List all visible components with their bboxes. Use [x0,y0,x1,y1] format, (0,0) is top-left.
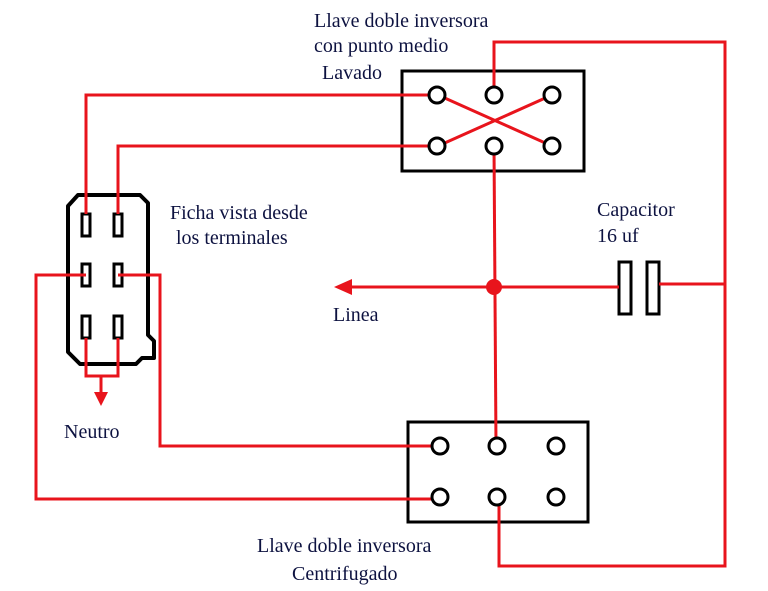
wire-centrifugado-b [118,273,438,448]
plug-terminal-top-right [112,212,124,238]
capacitor-plate-right [645,260,661,316]
neutro-arrowhead [94,392,108,406]
top-switch-label-line2: con punto medio [314,35,448,57]
junction-dot [486,279,502,295]
top-switch-terminal-2 [484,85,504,105]
plug-label-line2: los terminales [176,227,288,249]
top-switch-terminal-5 [484,136,504,156]
top-switch-terminal-6 [542,136,562,156]
capacitor-label-line1: Capacitor [597,199,675,221]
wire-center-vertical [492,145,498,447]
top-switch-terminal-1 [427,85,447,105]
bottom-switch-label-line2: Centrifugado [292,563,398,585]
bottom-switch-terminal-1 [430,436,450,456]
bottom-switch-terminal-5 [487,487,507,507]
top-switch-label-line3: Lavado [322,62,382,84]
top-switch-terminal-3 [542,85,562,105]
plug-label-line1: Ficha vista desde [170,202,308,224]
wire-lavado-common [492,40,727,568]
bottom-switch-label-line1: Llave doble inversora [257,535,431,557]
wire-centrifugado-a [34,273,438,501]
plug-terminal-bottom-right [112,314,124,340]
wire-lavado-a [84,93,436,214]
plug-terminal-bottom-left [80,314,92,340]
wires [34,40,727,568]
capacitor-plate-left [617,260,633,316]
bottom-switch-terminal-4 [430,487,450,507]
wire-lavado-b [116,144,436,214]
bottom-switch-terminal-2 [487,436,507,456]
linea-arrowhead [334,279,352,295]
top-switch-label-line1: Llave doble inversora [314,10,488,32]
linea-label: Linea [333,304,379,326]
bottom-switch-terminal-6 [546,487,566,507]
neutro-label: Neutro [64,421,120,443]
wire-cross-2 [437,93,553,148]
plug-terminal-top-left [80,212,92,238]
capacitor-label-line2: 16 uf [597,225,639,247]
top-switch-terminal-4 [427,136,447,156]
bottom-switch-terminal-3 [546,436,566,456]
